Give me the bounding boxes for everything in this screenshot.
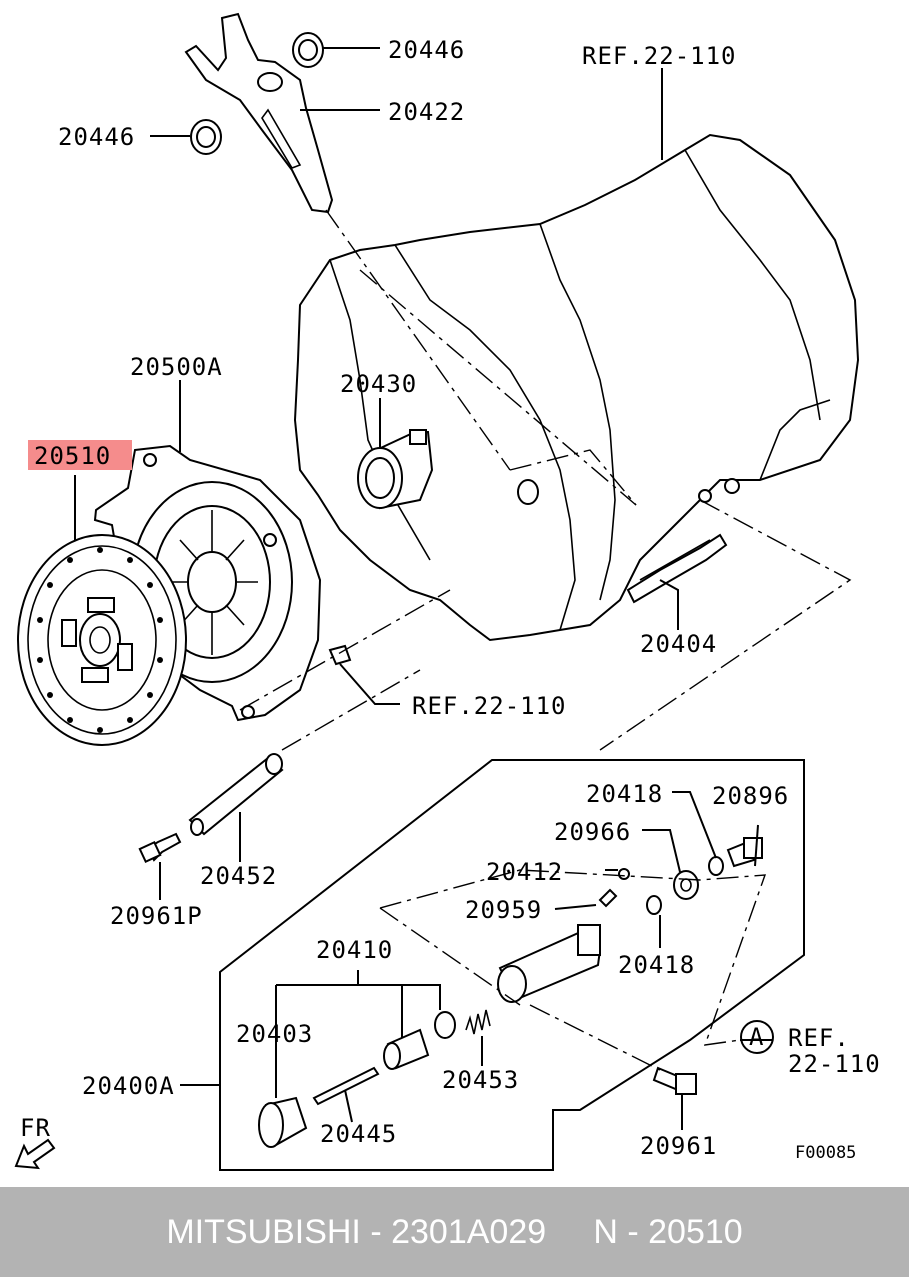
pivot-pin <box>188 753 284 836</box>
label-20453: 20453 <box>442 1066 519 1094</box>
highlight-box <box>28 440 132 470</box>
oil-seal-lower <box>190 119 222 155</box>
bleeder-20959 <box>598 888 618 908</box>
push-rod <box>312 1066 380 1106</box>
label-20410: 20410 <box>316 936 393 964</box>
gasket-20418-lower <box>646 895 662 915</box>
label-20400A: 20400A <box>82 1072 175 1100</box>
cup-seal <box>383 1028 430 1070</box>
footer-bar: MITSUBISHI - 2301A029 N - 20510 <box>0 1187 909 1277</box>
ref-circle-A <box>740 1020 774 1054</box>
bolt-20961P <box>138 832 182 864</box>
fork-clip <box>626 533 728 604</box>
label-20404: 20404 <box>640 630 717 658</box>
label-20966: 20966 <box>554 818 631 846</box>
label-20412: 20412 <box>486 858 563 886</box>
footer-caption: MITSUBISHI - 2301A029 N - 20510 <box>166 1212 743 1251</box>
transmission-housing <box>293 133 860 642</box>
oil-seal-upper <box>292 32 324 68</box>
leader-lines <box>74 47 772 1130</box>
washer <box>434 1011 456 1039</box>
label-circle-A: A <box>749 1023 764 1051</box>
cap-20412 <box>618 868 630 880</box>
assembly-outline <box>219 759 805 1171</box>
label-fr: FR <box>20 1114 51 1142</box>
label-20422: 20422 <box>388 98 465 126</box>
alignment-lines <box>239 209 852 1071</box>
front-arrow-icon <box>14 1138 56 1170</box>
parts-diagram: 20446 20446 20422 REF.22-110 20500A 2051… <box>14 12 881 1171</box>
label-20961: 20961 <box>640 1132 717 1160</box>
label-20959: 20959 <box>465 896 542 924</box>
label-20896: 20896 <box>712 782 789 810</box>
label-20446-lower: 20446 <box>58 123 135 151</box>
label-20446-upper: 20446 <box>388 36 465 64</box>
label-ref-2: REF.22-110 <box>412 692 567 720</box>
piston <box>258 1096 308 1148</box>
label-20403: 20403 <box>236 1020 313 1048</box>
label-20445: 20445 <box>320 1120 397 1148</box>
clutch-disc <box>17 534 187 746</box>
release-bearing <box>357 429 434 510</box>
release-cylinder <box>497 924 602 1003</box>
union-bolt-20966 <box>673 870 699 900</box>
label-20500A: 20500A <box>130 353 223 381</box>
label-ref-3-line1: REF. <box>788 1024 850 1052</box>
label-ref-1: REF.22-110 <box>582 42 737 70</box>
label-20452: 20452 <box>200 862 277 890</box>
spring <box>465 1009 491 1035</box>
release-fork-part <box>184 12 334 214</box>
label-20430: 20430 <box>340 370 417 398</box>
figure-code: F00085 <box>795 1143 856 1163</box>
bolt-20961 <box>652 1066 697 1095</box>
label-20418-lower: 20418 <box>618 951 695 979</box>
gasket-20418-upper <box>708 856 724 876</box>
label-20418-upper: 20418 <box>586 780 663 808</box>
label-ref-3-line2: 22-110 <box>788 1050 881 1078</box>
label-20961P: 20961P <box>110 902 203 930</box>
label-20510: 20510 <box>34 442 111 470</box>
